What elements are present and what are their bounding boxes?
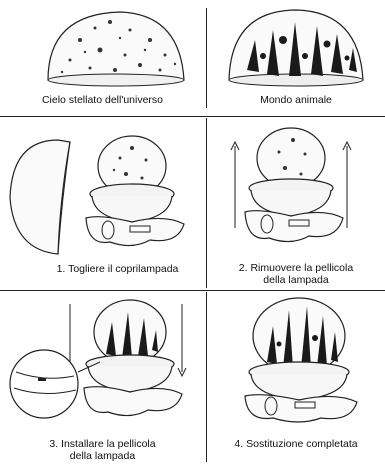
starry-sky-caption: Cielo stellato dell'universo (0, 94, 205, 106)
step2-caption-line2: della lampada (207, 274, 385, 286)
step1-panel: 1. Togliere il coprilampada (0, 118, 205, 290)
step2-panel: 2. Rimuovere la pellicola della lampada (207, 118, 385, 290)
step3-caption-line2: della lampada (0, 450, 205, 462)
step3-panel: 3. Installare la pellicola della lampada (0, 292, 205, 464)
step2-caption-line1: 2. Rimuovere la pellicola (207, 262, 385, 274)
row-divider-1 (0, 116, 385, 117)
starry-sky-panel: Cielo stellato dell'universo (0, 0, 205, 116)
animal-world-caption: Mondo animale (207, 94, 385, 106)
step4-panel: 4. Sostituzione completata (207, 292, 385, 464)
step3-caption-line1: 3. Installare la pellicola (0, 438, 205, 450)
step1-illustration (0, 118, 205, 263)
animal-world-dome-illustration (207, 0, 385, 90)
step3-illustration (0, 292, 205, 432)
step1-caption: 1. Togliere il coprilampada (30, 263, 205, 275)
starry-sky-dome-illustration (0, 0, 205, 90)
step2-illustration (207, 118, 385, 258)
row-divider-2 (0, 290, 385, 291)
step4-caption: 4. Sostituzione completata (207, 438, 385, 450)
step4-illustration (207, 292, 385, 432)
animal-world-panel: Mondo animale (207, 0, 385, 116)
